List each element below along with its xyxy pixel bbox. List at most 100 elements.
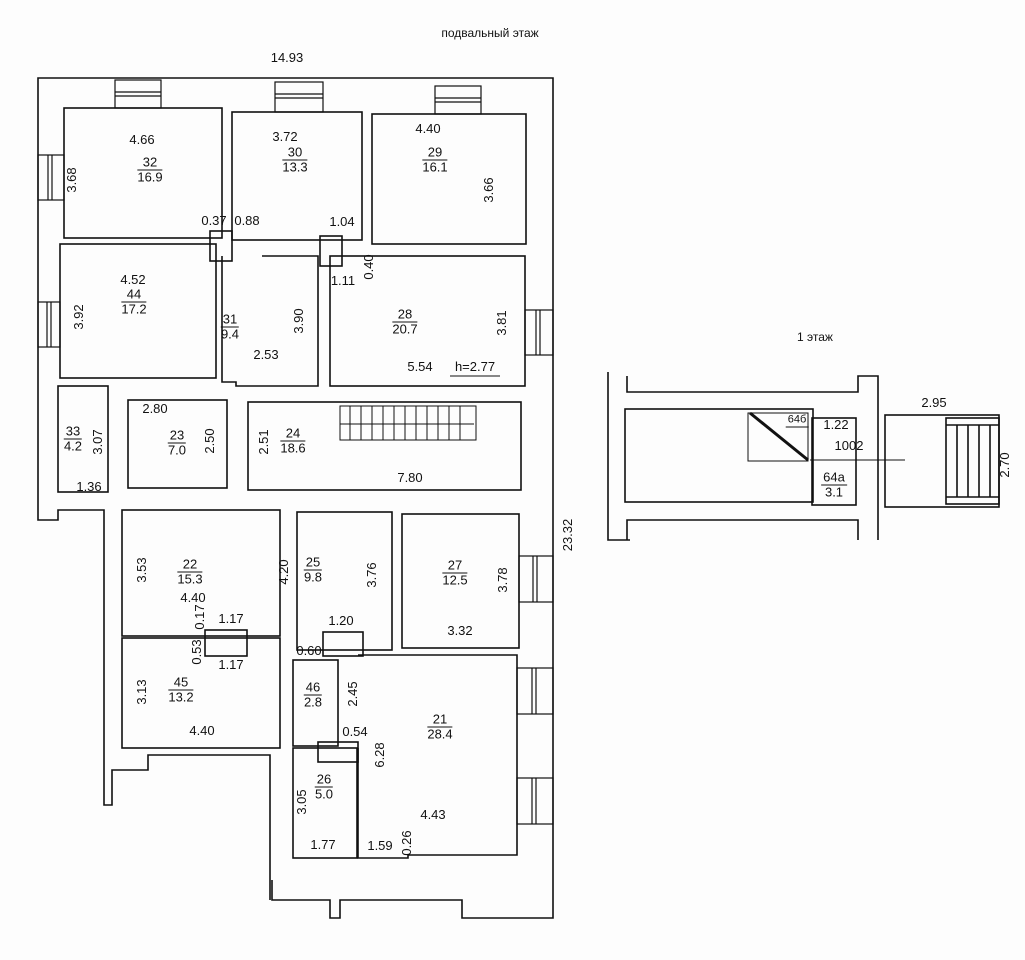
ceiling-height-label: h=2.77 (454, 359, 496, 374)
dimension-label: 2.45 (345, 681, 360, 707)
dimension-label: 3.07 (90, 429, 105, 455)
room-number: 31 (220, 311, 240, 328)
room-number: 45 (168, 675, 194, 691)
room-number: 21 (427, 712, 453, 728)
dimension-label: 1.36 (76, 479, 102, 494)
room-area: 17.2 (121, 301, 147, 317)
column (317, 741, 359, 763)
dimension-label: 2.80 (142, 401, 168, 416)
room-22 (121, 509, 281, 637)
room-24 (247, 401, 522, 491)
dimension-label: 1.77 (310, 837, 336, 852)
room-31 (221, 255, 319, 387)
room-area: 13.3 (282, 159, 308, 175)
dimension-label: 1.11 (330, 273, 356, 288)
room-area: 9.4 (220, 326, 240, 342)
room-21 (357, 654, 518, 859)
room-25 (296, 511, 393, 651)
room-area: 5.0 (314, 786, 334, 802)
dimension-label: 3.92 (71, 304, 86, 330)
dimension-label: 2.95 (921, 395, 947, 410)
dimension-label: 3.72 (272, 129, 298, 144)
room-number: 64б (785, 413, 809, 428)
column (319, 235, 343, 267)
dimension-label: 0.53 (189, 639, 204, 665)
room-area: 18.6 (280, 440, 306, 456)
room-label-64b: 64б (785, 413, 809, 428)
room-number: 28 (392, 307, 418, 323)
dimension-label: 7.80 (397, 470, 423, 485)
first-floor-plan (607, 372, 1000, 541)
room-number: 25 (303, 554, 323, 571)
room-area: 15.3 (177, 571, 203, 587)
room-area: 16.9 (137, 169, 163, 185)
column (322, 631, 364, 657)
dimension-label: 4.40 (180, 590, 206, 605)
dimension-label: 0.60 (296, 643, 322, 658)
room-area: 2.8 (303, 694, 323, 710)
dimension-label: 0.17 (192, 604, 207, 630)
dimension-label: 2.70 (997, 452, 1012, 478)
room-number: 33 (63, 423, 83, 440)
dimension-label: 0.54 (342, 724, 368, 739)
room-number: 27 (442, 558, 468, 574)
dimension-label: 4.43 (420, 807, 446, 822)
inner-outer-wall (44, 509, 271, 900)
dimension-label: 4.20 (276, 559, 291, 585)
room-23 (127, 399, 228, 489)
dimension-label: 3.05 (294, 789, 309, 815)
dimension-label: 2.50 (202, 428, 217, 454)
dimension-label: 4.40 (189, 723, 215, 738)
dimension-label: 3.66 (481, 177, 496, 203)
dimension-label: 0.40 (361, 254, 376, 280)
dimension-label: 1.17 (218, 657, 244, 672)
dimension-label: 0.37 (201, 213, 227, 228)
dimension-label: 14.93 (270, 50, 304, 65)
dimension-label: 23.32 (560, 518, 575, 552)
stairs (339, 405, 477, 441)
outer-wall (37, 77, 554, 919)
dimension-label: 4.52 (120, 272, 146, 287)
first-floor-title: 1 этаж (797, 330, 833, 344)
dimension-label: 4.66 (129, 132, 155, 147)
room-area: 3.1 (824, 484, 844, 500)
dimension-label: 0.88 (234, 213, 260, 228)
room-number: 46 (303, 679, 323, 696)
room-number: 32 (137, 155, 163, 171)
room-46 (292, 659, 339, 747)
room-area: 12.5 (442, 572, 468, 588)
room-29 (371, 113, 527, 245)
room-number: 24 (280, 426, 306, 442)
dimension-label: 1.59 (367, 838, 393, 853)
dimension-label: 3.53 (134, 557, 149, 583)
basement-title: подвальный этаж (441, 26, 539, 40)
dimension-label: 6.28 (372, 742, 387, 768)
dimension-label: 1.22 (823, 417, 849, 432)
room-33 (57, 385, 109, 493)
room-number: 30 (282, 145, 308, 161)
dimension-label: 3.13 (134, 679, 149, 705)
room-45 (121, 637, 281, 749)
room-area: 9.8 (303, 569, 323, 585)
room-area: 28.4 (427, 726, 453, 742)
room-number: 26 (314, 771, 334, 788)
dimension-label: 3.68 (64, 167, 79, 193)
dimension-label: 1002 (834, 438, 864, 453)
dimension-label: 0.26 (399, 830, 414, 856)
room-26 (292, 747, 358, 859)
